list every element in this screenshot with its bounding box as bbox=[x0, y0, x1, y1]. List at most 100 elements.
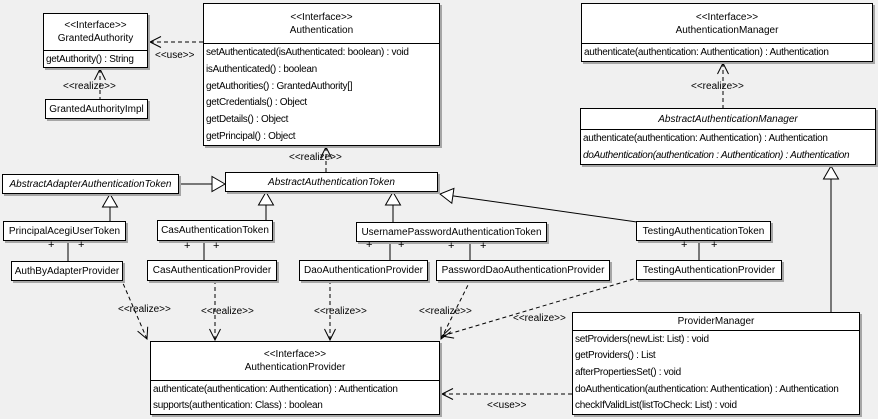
edge-generalization-provider-manager-extends-abstract-manager bbox=[822, 164, 840, 312]
class-cas-authentication-provider[interactable]: CasAuthenticationProvider bbox=[147, 260, 277, 281]
class-name: AbstractAdapterAuthenticationToken bbox=[9, 178, 172, 190]
class-header: <<Interface>> AuthenticationProvider bbox=[151, 342, 439, 380]
class-authentication-provider[interactable]: <<Interface>> AuthenticationProvider authe… bbox=[150, 341, 440, 415]
edge-realize-password-dao-realizes-authentication-provider bbox=[440, 280, 471, 341]
association-end-label: + bbox=[184, 240, 191, 252]
edge-stereotype-label: <<realize>> bbox=[118, 304, 171, 315]
class-method: getAuthority() : String bbox=[46, 53, 134, 65]
class-stereotype: <<Interface>> bbox=[64, 20, 127, 31]
class-name: AbstractAuthenticationToken bbox=[268, 176, 395, 188]
edge-stereotype-label: <<realize>> bbox=[63, 81, 116, 92]
class-methods-compartment: authenticate(authentication: Authenticat… bbox=[582, 43, 872, 61]
class-authentication-manager[interactable]: <<Interface>>AuthenticationManager authen… bbox=[581, 3, 873, 62]
class-method: doAuthentication(authentication : Authen… bbox=[583, 150, 850, 161]
class-name: CasAuthenticationProvider bbox=[152, 265, 272, 276]
class-testing-authentication-token[interactable]: TestingAuthenticationToken bbox=[636, 221, 771, 241]
class-testing-authentication-provider[interactable]: TestingAuthenticationProvider bbox=[636, 260, 782, 280]
class-method: getDetails() : Object bbox=[206, 114, 289, 126]
association-end-label: + bbox=[213, 240, 220, 252]
association-end-label: + bbox=[78, 239, 85, 251]
class-stereotype: <<Interface>> bbox=[263, 349, 327, 360]
class-method: afterPropertiesSet() : void bbox=[575, 366, 681, 378]
edge-use-provider-manager-uses-authentication-provider bbox=[440, 388, 572, 400]
class-username-password-authentication-token[interactable]: UsernamePasswordAuthenticationToken bbox=[356, 222, 547, 242]
class-methods-compartment: getAuthority() : String bbox=[44, 50, 147, 67]
edge-generalization-principal-token-extends-abstract-adapter-token bbox=[101, 192, 119, 221]
class-abstract-authentication-manager[interactable]: AbstractAuthenticationManager authenticat… bbox=[580, 108, 876, 165]
class-header: AuthByAdapterProvider bbox=[12, 262, 122, 280]
class-name: Authentication bbox=[289, 24, 354, 36]
class-method: authenticate(authentication: Authenticat… bbox=[584, 47, 829, 58]
class-name: PrincipalAcegiUserToken bbox=[8, 225, 121, 237]
association-end-label: + bbox=[48, 239, 55, 251]
edge-realize-abstract-token-realizes-authentication bbox=[320, 145, 332, 172]
class-methods-compartment: authenticate(authentication: Authenticat… bbox=[581, 129, 875, 164]
class-method: isAuthenticated() : boolean bbox=[206, 63, 317, 75]
class-auth-by-adapter-provider[interactable]: AuthByAdapterProvider bbox=[11, 261, 123, 281]
class-name: AbstractAuthenticationManager bbox=[658, 113, 798, 125]
association-end-label: + bbox=[681, 239, 688, 251]
association-end-label: + bbox=[711, 239, 718, 251]
edge-stereotype-label: <<realize>> bbox=[289, 152, 342, 163]
class-provider-manager[interactable]: ProviderManager setProviders(newList: Lis… bbox=[572, 312, 860, 415]
edge-realize-cas-provider-realizes-authentication-provider bbox=[209, 281, 221, 342]
edge-realize-testing-provider-realizes-authentication-provider bbox=[440, 277, 638, 339]
class-method: doAuthentication(authentication: Authent… bbox=[575, 383, 839, 395]
class-methods-compartment: authenticate(authentication: Authenticat… bbox=[151, 380, 439, 414]
class-name: DaoAuthenticationProvider bbox=[304, 265, 423, 276]
class-method: setProviders(newList: List) : void bbox=[575, 333, 709, 345]
class-name: AuthByAdapterProvider bbox=[14, 265, 120, 277]
class-method: getAuthorities() : GrantedAuthority[] bbox=[206, 80, 353, 92]
edge-stereotype-label: <<realize>> bbox=[419, 306, 472, 317]
class-method: setAuthenticated(isAuthenticated: boolea… bbox=[206, 46, 409, 58]
edge-generalization-cas-token-extends-abstract-token bbox=[257, 190, 275, 220]
class-method: supports(authentication: Class) : boolea… bbox=[153, 400, 323, 412]
class-header: CasAuthenticationToken bbox=[158, 221, 272, 240]
class-method: authenticate(authentication: Authenticat… bbox=[583, 133, 828, 144]
class-header: <<Interface>>Authentication bbox=[204, 4, 439, 43]
class-method: authenticate(authentication: Authenticat… bbox=[153, 383, 398, 395]
edge-generalization-username-password-token-extends-abstract-token bbox=[384, 190, 402, 222]
class-header: DaoAuthenticationProvider bbox=[300, 261, 427, 280]
class-granted-authority-impl[interactable]: GrantedAuthorityImpl bbox=[45, 99, 148, 119]
edge-realize-abstract-manager-realizes-authentication-manager bbox=[717, 61, 729, 108]
class-header: TestingAuthenticationProvider bbox=[637, 261, 781, 279]
class-name: UsernamePasswordAuthenticationToken bbox=[361, 226, 542, 238]
class-method: getCredentials() : Object bbox=[206, 97, 307, 109]
class-methods-compartment: setAuthenticated(isAuthenticated: boolea… bbox=[204, 43, 439, 145]
association-end-label: + bbox=[448, 240, 455, 252]
class-header: UsernamePasswordAuthenticationToken bbox=[357, 223, 546, 241]
class-authentication[interactable]: <<Interface>>Authentication setAuthentica… bbox=[203, 3, 440, 146]
class-method: checkIfValidList(listToCheck: List) : vo… bbox=[575, 400, 737, 412]
edge-use-authentication-uses-granted-authority bbox=[148, 36, 203, 48]
class-stereotype: <<Interface>> bbox=[290, 11, 353, 23]
class-name: PasswordDaoAuthenticationProvider bbox=[441, 265, 605, 276]
edge-generalization-testing-token-extends-abstract-token bbox=[439, 187, 638, 223]
class-name: AuthenticationProvider bbox=[244, 362, 346, 373]
edge-realize-granted-authority-impl-realizes-granted-authority bbox=[94, 67, 106, 99]
class-cas-authentication-token[interactable]: CasAuthenticationToken bbox=[157, 220, 273, 241]
class-name: ProviderManager bbox=[677, 316, 755, 327]
association-end-label: + bbox=[398, 239, 405, 251]
class-stereotype: <<Interface>> bbox=[695, 11, 759, 23]
association-end-label: + bbox=[480, 240, 487, 252]
class-abstract-adapter-authentication-token[interactable]: AbstractAdapterAuthenticationToken bbox=[2, 174, 179, 194]
class-principal-acegi-user-token[interactable]: PrincipalAcegiUserToken bbox=[3, 221, 126, 241]
class-abstract-authentication-token[interactable]: AbstractAuthenticationToken bbox=[225, 172, 438, 192]
class-header: PasswordDaoAuthenticationProvider bbox=[437, 261, 609, 280]
class-header: TestingAuthenticationToken bbox=[637, 222, 770, 240]
class-header: AbstractAuthenticationToken bbox=[226, 173, 437, 191]
class-password-dao-authentication-provider[interactable]: PasswordDaoAuthenticationProvider bbox=[436, 260, 610, 281]
class-header: <<Interface>>AuthenticationManager bbox=[582, 4, 872, 43]
class-name: GrantedAuthorityImpl bbox=[49, 103, 144, 115]
class-dao-authentication-provider[interactable]: DaoAuthenticationProvider bbox=[299, 260, 428, 281]
class-name: TestingAuthenticationToken bbox=[642, 225, 765, 237]
class-header: ProviderManager bbox=[573, 313, 859, 330]
class-method: getPrincipal() : Object bbox=[206, 131, 296, 143]
class-name: AuthenticationManager bbox=[675, 24, 779, 36]
edge-stereotype-label: <<realize>> bbox=[691, 81, 744, 92]
edge-stereotype-label: <<realize>> bbox=[314, 306, 367, 317]
